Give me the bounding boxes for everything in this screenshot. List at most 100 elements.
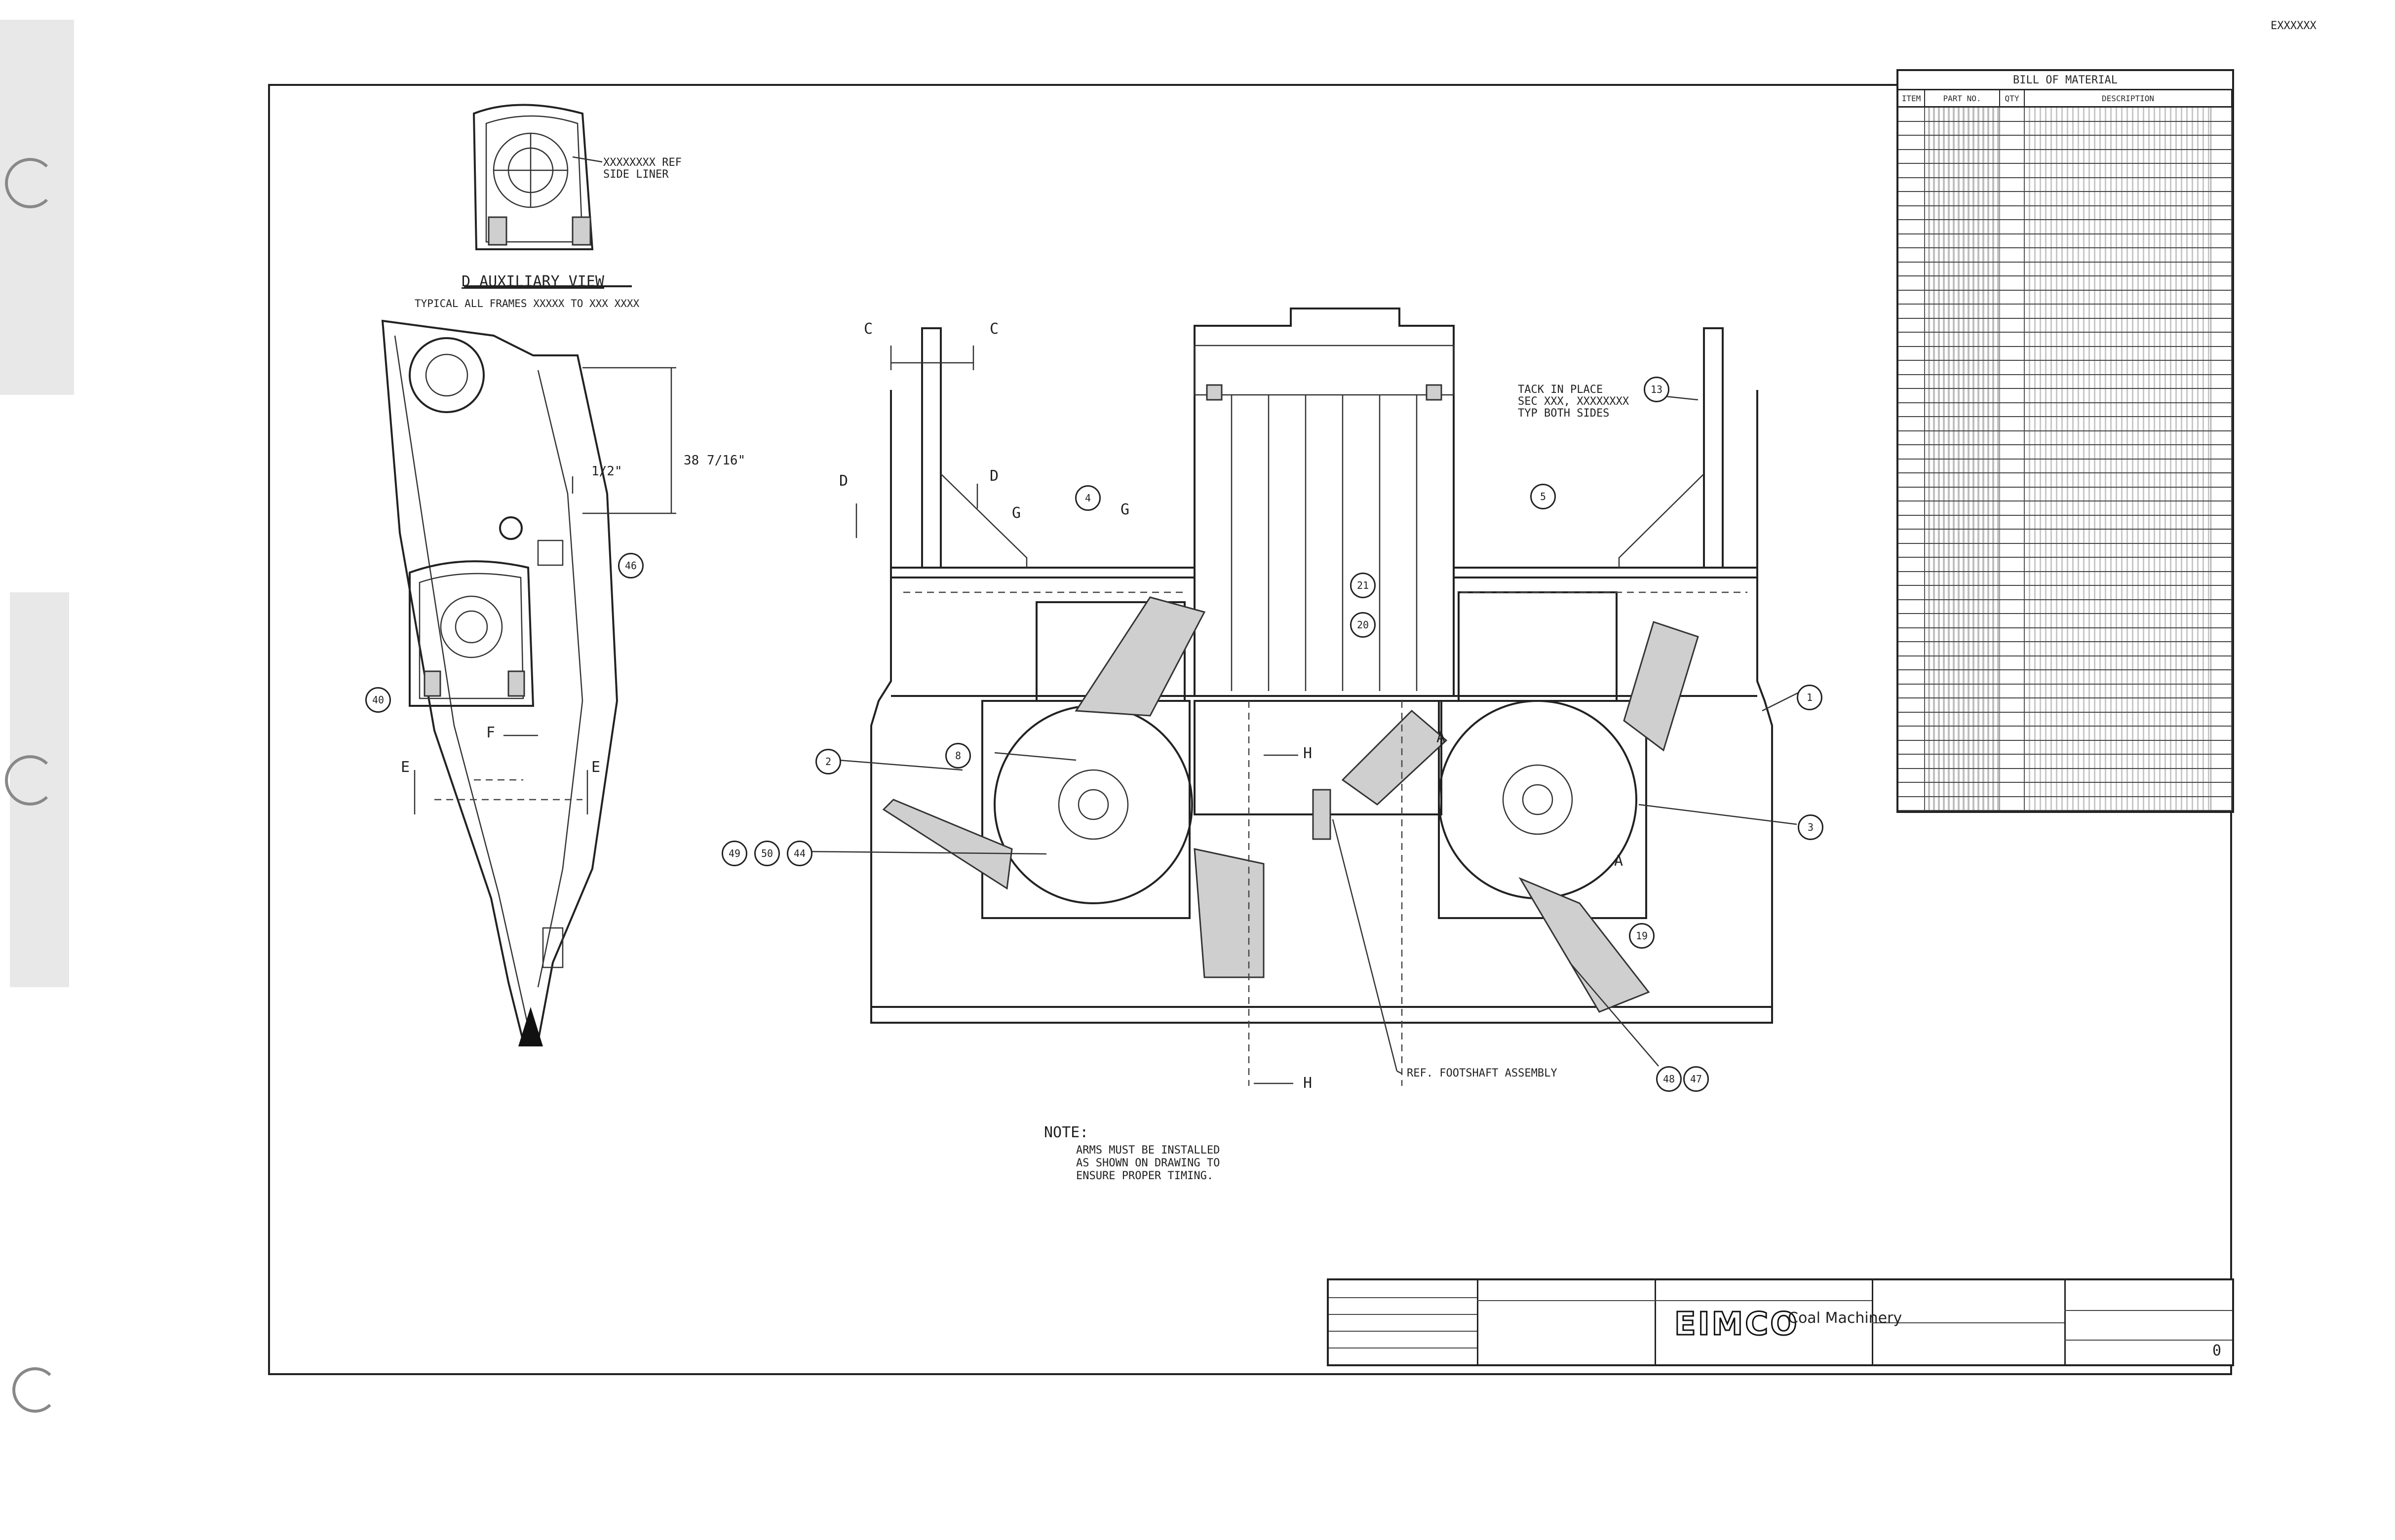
bom-row bbox=[1898, 727, 2232, 741]
section-h-mid-label: H bbox=[1303, 745, 1313, 762]
bom-row bbox=[1898, 670, 2232, 685]
drawing-corner-code: EXXXXXX bbox=[2271, 20, 2317, 32]
bom-row bbox=[1898, 769, 2232, 783]
binder-hole bbox=[12, 1367, 58, 1413]
bom-row bbox=[1898, 487, 2232, 501]
title-block: EIMCO Coal Machinery 0 bbox=[1327, 1278, 2234, 1366]
item-balloon: 50 bbox=[754, 841, 780, 866]
item-balloon: 21 bbox=[1350, 573, 1376, 598]
bom-row bbox=[1898, 783, 2232, 797]
section-a-right-label: A bbox=[1436, 729, 1446, 746]
bom-row bbox=[1898, 276, 2232, 291]
bom-row bbox=[1898, 572, 2232, 586]
bom-row bbox=[1898, 628, 2232, 642]
section-g-right-label: G bbox=[1120, 501, 1130, 518]
company-name: Coal Machinery bbox=[1788, 1309, 1902, 1327]
bom-row bbox=[1898, 403, 2232, 417]
bom-row bbox=[1898, 684, 2232, 698]
item-balloon: 1 bbox=[1797, 685, 1822, 710]
bom-title: BILL OF MATERIAL bbox=[1898, 71, 2232, 90]
bom-row bbox=[1898, 150, 2232, 164]
bom-row bbox=[1898, 600, 2232, 614]
bom-row bbox=[1898, 586, 2232, 600]
bom-row bbox=[1898, 262, 2232, 276]
item-balloon: 44 bbox=[787, 841, 812, 866]
dimension-main: 38 7/16" bbox=[684, 453, 746, 468]
note-text: ARMS MUST BE INSTALLED AS SHOWN ON DRAWI… bbox=[1076, 1144, 1220, 1182]
bom-row bbox=[1898, 755, 2232, 769]
bom-row bbox=[1898, 192, 2232, 206]
tack-note: TACK IN PLACE SEC XXX, XXXXXXXX TYP BOTH… bbox=[1518, 384, 1629, 420]
item-balloon: 3 bbox=[1798, 814, 1823, 840]
dimension-small: 1/2" bbox=[591, 464, 622, 479]
bom-row bbox=[1898, 712, 2232, 727]
bom-row bbox=[1898, 389, 2232, 403]
bom-row bbox=[1898, 178, 2232, 192]
aux-view-callout: XXXXXXXX REF SIDE LINER bbox=[603, 156, 682, 181]
item-balloon: 8 bbox=[945, 743, 971, 769]
bom-row bbox=[1898, 136, 2232, 150]
bom-row bbox=[1898, 515, 2232, 530]
item-balloon: 40 bbox=[365, 687, 391, 713]
bom-row bbox=[1898, 473, 2232, 488]
bom-row bbox=[1898, 501, 2232, 516]
bom-row bbox=[1898, 459, 2232, 473]
side-view bbox=[381, 319, 676, 1046]
section-a-lower-label: A bbox=[1614, 852, 1623, 870]
bom-row bbox=[1898, 698, 2232, 713]
item-balloon: 4 bbox=[1075, 485, 1101, 511]
bom-row bbox=[1898, 740, 2232, 755]
note-heading: NOTE: bbox=[1044, 1124, 1089, 1141]
ref-footshaft-label: REF. FOOTSHAFT ASSEMBLY bbox=[1407, 1067, 1557, 1079]
bom-row bbox=[1898, 375, 2232, 389]
bom-row bbox=[1898, 445, 2232, 460]
bom-row bbox=[1898, 248, 2232, 263]
section-g-left-label: G bbox=[1012, 504, 1021, 522]
section-f-label: F bbox=[486, 724, 496, 741]
item-balloon: 46 bbox=[618, 553, 644, 578]
aux-view-title: D AUXILIARY VIEW bbox=[462, 273, 604, 290]
bom-row bbox=[1898, 305, 2232, 319]
section-e-right-label: E bbox=[591, 759, 601, 776]
bom-row bbox=[1898, 234, 2232, 248]
bom-rows bbox=[1898, 108, 2232, 811]
item-balloon: 2 bbox=[815, 749, 841, 774]
item-balloon: 13 bbox=[1644, 377, 1669, 402]
bom-row bbox=[1898, 642, 2232, 656]
bom-row bbox=[1898, 318, 2232, 333]
section-c-left-label: C bbox=[864, 320, 873, 338]
bom-row bbox=[1898, 220, 2232, 234]
binder-hole bbox=[5, 755, 55, 806]
bom-row bbox=[1898, 614, 2232, 628]
bom-col-part: PART NO. bbox=[1925, 90, 2000, 106]
bom-column-headers: ITEM PART NO. QTY DESCRIPTION bbox=[1898, 90, 2232, 108]
bom-row bbox=[1898, 206, 2232, 220]
bom-row bbox=[1898, 797, 2232, 811]
bom-row bbox=[1898, 361, 2232, 375]
bom-row bbox=[1898, 543, 2232, 558]
bom-row bbox=[1898, 530, 2232, 544]
item-balloon: 20 bbox=[1350, 612, 1376, 638]
bom-row bbox=[1898, 108, 2232, 122]
auxiliary-view bbox=[464, 104, 632, 287]
bom-col-item: ITEM bbox=[1898, 90, 1925, 106]
section-d-right-label: D bbox=[990, 467, 999, 485]
bom-col-qty: QTY bbox=[2000, 90, 2025, 106]
section-e-left-label: E bbox=[401, 759, 410, 776]
bom-row bbox=[1898, 346, 2232, 361]
main-plan-view bbox=[804, 308, 1802, 1086]
item-balloon: 47 bbox=[1683, 1066, 1709, 1092]
bill-of-material: BILL OF MATERIAL ITEM PART NO. QTY DESCR… bbox=[1896, 69, 2234, 813]
section-c-right-label: C bbox=[990, 320, 999, 338]
aux-view-subtitle: TYPICAL ALL FRAMES XXXXX TO XXX XXXX bbox=[415, 298, 640, 309]
bom-col-desc: DESCRIPTION bbox=[2025, 90, 2232, 106]
item-balloon: 49 bbox=[722, 841, 747, 866]
bom-row bbox=[1898, 431, 2232, 445]
section-h-bottom-label: H bbox=[1303, 1075, 1313, 1092]
section-d-left-label: D bbox=[839, 472, 849, 490]
bom-row bbox=[1898, 121, 2232, 136]
revision-value: 0 bbox=[2212, 1342, 2222, 1359]
bom-row bbox=[1898, 164, 2232, 178]
item-balloon: 48 bbox=[1656, 1066, 1682, 1092]
